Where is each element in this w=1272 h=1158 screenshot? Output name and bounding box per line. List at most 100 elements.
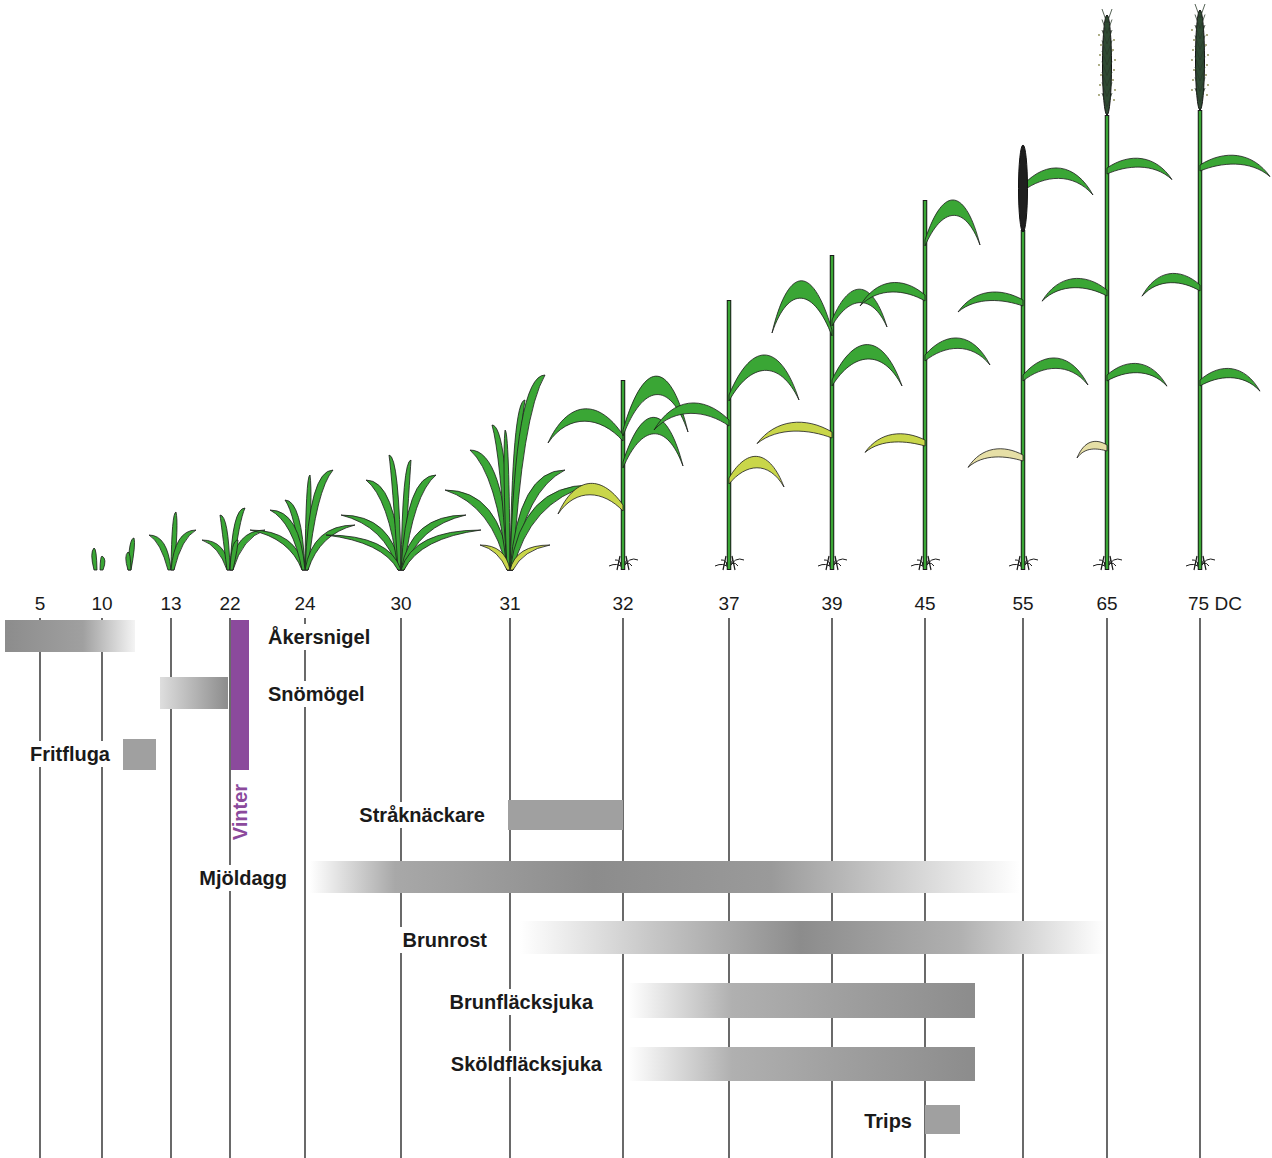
leaf [1200, 368, 1260, 391]
anther [1191, 59, 1193, 61]
anther [1114, 59, 1116, 61]
leaf [1200, 155, 1270, 176]
bar-label: Brunfläcksjuka [447, 989, 596, 1015]
stage-lines [40, 618, 1200, 1158]
leaf [230, 540, 238, 570]
anther [1207, 54, 1209, 56]
leaf [220, 515, 230, 570]
leaf [510, 485, 590, 570]
leaf [654, 403, 729, 430]
leaf [149, 535, 171, 570]
stage-line [39, 618, 40, 1158]
bar-label: Åkersnigel [265, 624, 373, 650]
stage-number: 45 [912, 593, 937, 615]
leaf [1023, 358, 1088, 385]
anther [1205, 44, 1207, 46]
season-label: Vinter [227, 781, 253, 843]
winter-bar: Vinter [231, 620, 249, 770]
leaf [230, 530, 265, 570]
stem [728, 301, 731, 569]
leaf [968, 449, 1023, 468]
disease-bar: Sköldfläcksjuka [628, 1047, 975, 1081]
leaf [958, 292, 1023, 312]
anther [1098, 64, 1100, 66]
anther [1099, 84, 1101, 86]
stage-number: 31 [497, 593, 522, 615]
bar-label: Fritfluga [27, 741, 113, 767]
anther [1112, 79, 1114, 81]
leaf [623, 417, 683, 468]
leaf [1142, 273, 1200, 296]
leaf [1023, 168, 1093, 195]
wheat-ear [1019, 145, 1028, 232]
leaf [510, 545, 550, 570]
anther [1191, 89, 1193, 91]
stem [1106, 116, 1109, 569]
anther [1191, 29, 1193, 31]
stem-outline [1105, 115, 1110, 570]
stem-outline [923, 200, 928, 570]
stem-outline [830, 255, 835, 570]
anthers [1098, 34, 1116, 101]
leaf [504, 430, 510, 570]
leaf [1077, 441, 1107, 458]
stage-number: 22 [217, 593, 242, 615]
leaf [1107, 158, 1172, 179]
pest-bar: Fritfluga [123, 739, 156, 770]
wheat-plants [92, 4, 1270, 570]
anther [1192, 49, 1194, 51]
leaf [925, 200, 980, 246]
awns [1195, 4, 1205, 102]
leaf [126, 552, 131, 570]
stage-number: 55 [1010, 593, 1035, 615]
leaf [729, 355, 799, 401]
stage-number: 10 [89, 593, 114, 615]
disease-bar: Brunfläcksjuka [628, 983, 975, 1018]
stage-number: 24 [292, 593, 317, 615]
anther [1193, 39, 1195, 41]
pest-bar: Stråknäckare [508, 800, 623, 830]
leaf [832, 289, 887, 327]
leaf [772, 281, 832, 336]
leaf [558, 483, 623, 514]
stage-line [1106, 618, 1107, 1158]
bar-label: Snömögel [265, 681, 368, 707]
anther [1099, 54, 1101, 56]
anther [1100, 44, 1102, 46]
stage-number: 65 [1094, 593, 1119, 615]
leaf [100, 556, 105, 570]
anther [1113, 39, 1115, 41]
anther [1098, 94, 1100, 96]
anther [1113, 99, 1115, 101]
anther [1205, 74, 1207, 76]
stem [622, 381, 625, 569]
stem [1022, 231, 1025, 569]
disease-bar: Snömögel [160, 677, 228, 709]
stem [831, 256, 834, 569]
anther [1113, 69, 1115, 71]
leaf [326, 535, 401, 570]
leaf [865, 434, 925, 453]
anther [1100, 74, 1102, 76]
stem [924, 201, 927, 569]
stage-number: 32 [610, 593, 635, 615]
stem-outline [621, 380, 626, 570]
leaf [305, 525, 355, 570]
bar-label: Stråknäckare [356, 802, 488, 828]
anther [1206, 64, 1208, 66]
leaf [510, 470, 565, 570]
pest-bar: Åkersnigel [5, 620, 135, 652]
disease-bar: Brunrost [520, 921, 1105, 954]
stem-outline [1198, 110, 1203, 570]
bar-label: Brunrost [400, 927, 490, 953]
anther [1206, 94, 1208, 96]
leaf [1107, 363, 1167, 386]
awns [1102, 9, 1112, 107]
stage-number: 5 [33, 593, 48, 615]
stem [1199, 111, 1202, 569]
anther [1098, 34, 1100, 36]
leaf [270, 510, 305, 570]
anther [1206, 34, 1208, 36]
stage-number: 39 [819, 593, 844, 615]
